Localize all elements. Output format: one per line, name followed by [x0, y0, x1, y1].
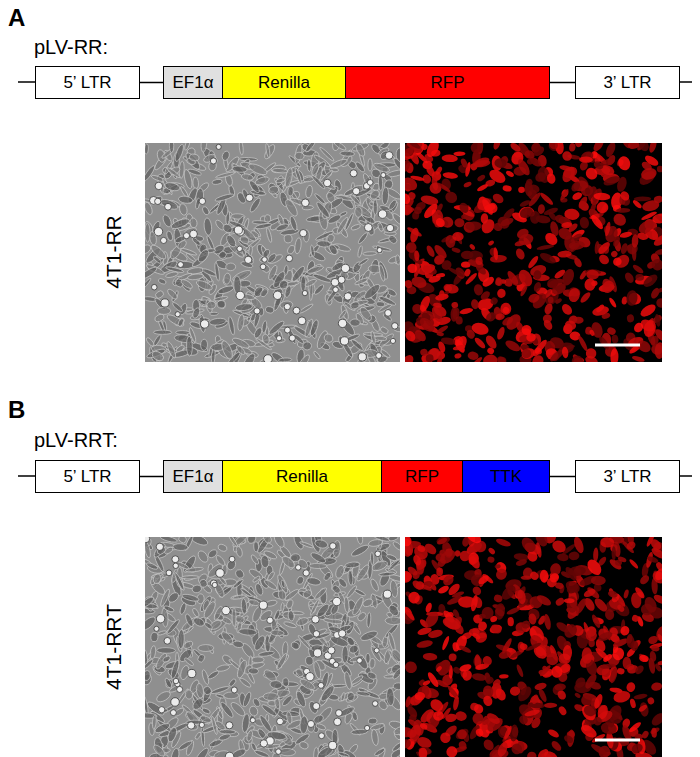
panel-letter: B [8, 398, 25, 422]
phase-contrast-image [145, 537, 400, 757]
backbone-line [550, 82, 575, 84]
red-cells [405, 143, 662, 362]
vector-element-box: TTK [462, 460, 550, 493]
cell-line-label: 4T1-RR [103, 215, 124, 289]
vector-element-box: 5’ LTR [35, 66, 140, 99]
element-name: RFP [431, 74, 465, 91]
vector-element-box: EF1α [163, 66, 223, 99]
backbone-tail [680, 475, 692, 477]
vector-element-box: 3’ LTR [575, 460, 680, 493]
element-name: 3’ LTR [603, 74, 651, 91]
element-name: RFP [405, 468, 439, 485]
phase-contrast-image [145, 143, 400, 362]
backbone-line [140, 82, 163, 84]
cells [145, 537, 400, 757]
fluorescence-image [405, 143, 662, 362]
element-name: EF1α [172, 468, 213, 485]
scale-bar [595, 739, 640, 742]
element-name: 5’ LTR [63, 468, 111, 485]
cell-line-label: 4T1-RRT [103, 604, 124, 690]
vector-element-box: EF1α [163, 460, 223, 493]
cells [145, 143, 400, 362]
image-ground [405, 143, 662, 362]
image-ground [405, 537, 662, 757]
backbone-line [550, 476, 575, 478]
red-cells [405, 537, 662, 757]
image-ground [145, 143, 400, 362]
backbone-line [140, 476, 163, 478]
element-name: 3’ LTR [603, 468, 651, 485]
element-name: Renilla [276, 468, 328, 485]
element-name: 5’ LTR [63, 74, 111, 91]
panel-letter: A [8, 6, 25, 30]
vector-element-box: 5’ LTR [35, 460, 140, 493]
vector-element-box: RFP [345, 66, 550, 99]
backbone-tail [18, 81, 35, 83]
vector-element-box: Renilla [222, 66, 346, 99]
fluorescence-image [405, 537, 662, 757]
scale-bar [595, 344, 640, 347]
backbone-tail [18, 475, 35, 477]
construct-name: pLV-RR: [34, 37, 108, 57]
element-name: TTK [490, 468, 522, 485]
vector-element-box: Renilla [222, 460, 382, 493]
element-name: Renilla [258, 74, 310, 91]
element-name: EF1α [172, 74, 213, 91]
backbone-tail [680, 81, 692, 83]
vector-element-box: 3’ LTR [575, 66, 680, 99]
vector-element-box: RFP [381, 460, 463, 493]
image-ground [145, 537, 400, 757]
construct-name: pLV-RRT: [34, 430, 118, 450]
